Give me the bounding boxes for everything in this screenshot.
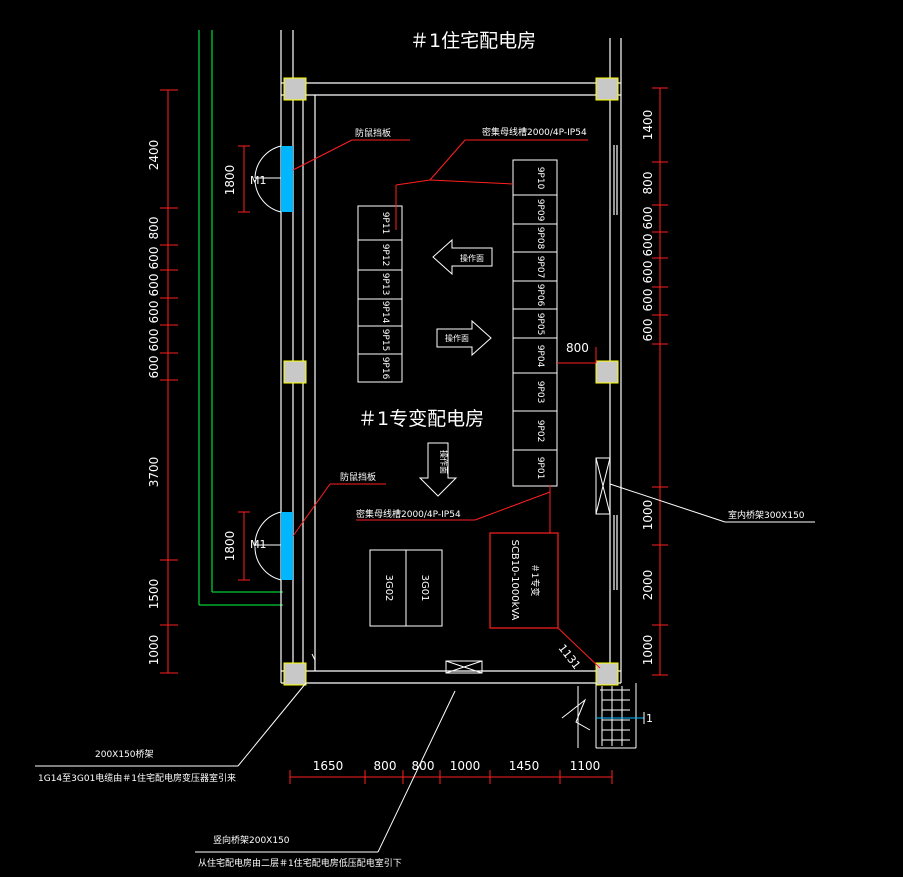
stairs xyxy=(561,683,645,749)
transformer-name: ＃1专变 xyxy=(529,564,541,597)
arrow-right xyxy=(436,319,492,357)
dim-right-label: 1400 xyxy=(641,110,655,141)
columns xyxy=(283,77,619,686)
dim-bottom-label: 800 xyxy=(412,759,435,773)
dim-door-label: 1800 xyxy=(223,531,237,562)
panel-label: 9P02 xyxy=(535,420,545,443)
dim-left-labels: 2400 800 600 600 600 600 600 3700 1500 1… xyxy=(147,140,161,666)
column-outlines xyxy=(283,77,619,686)
dim-door-labels: 1800 1800 xyxy=(223,165,237,562)
dim-door-label: 1800 xyxy=(223,165,237,196)
door-bottom xyxy=(254,511,293,581)
dim-bottom-label: 1450 xyxy=(509,759,540,773)
dim-left-label: 2400 xyxy=(147,140,161,171)
dim-right-label: 600 xyxy=(641,207,655,230)
wall-trench-box xyxy=(595,457,611,515)
arrow-down-label: 操作面 xyxy=(439,450,449,474)
note-trench-bottom-3: 竖向桥架200X150 xyxy=(213,834,290,846)
door-top xyxy=(254,145,293,213)
note-anti-rat-top: 防鼠挡板 xyxy=(355,127,391,139)
cabinet-label: 3G01 xyxy=(419,575,430,602)
dim-left-label: 600 xyxy=(147,356,161,379)
dim-bottom-label: 1100 xyxy=(570,759,601,773)
panel-label: 9P11 xyxy=(380,212,390,235)
door-label-bottom: M1 xyxy=(250,538,267,551)
panel-labels-right: 9P10 9P09 9P08 9P07 9P06 9P05 9P04 9P03 … xyxy=(535,167,545,480)
arrow-down xyxy=(418,442,458,497)
note-busway-top: 密集母线槽2000/4P-IP54 xyxy=(482,126,587,138)
cabinet-label: 3G02 xyxy=(383,575,394,602)
dim-right-label: 1000 xyxy=(641,500,655,531)
dim-left-label: 1500 xyxy=(147,579,161,610)
main-room-title: ＃1专变配电房 xyxy=(358,408,484,430)
note-anti-rat-bottom: 防鼠挡板 xyxy=(340,471,376,483)
dim-right-label: 600 xyxy=(641,319,655,342)
dim-right-label: 1000 xyxy=(641,635,655,666)
stair-marker: 1 xyxy=(646,712,653,725)
panel-label: 9P09 xyxy=(535,199,545,222)
dim-right-label: 600 xyxy=(641,289,655,312)
notes: 密集母线槽2000/4P-IP54 密集母线槽2000/4P-IP54 防鼠挡板… xyxy=(38,126,805,869)
panel-label: 9P14 xyxy=(380,301,390,324)
note-busway-mid: 密集母线槽2000/4P-IP54 xyxy=(356,508,461,520)
dim-bottom xyxy=(289,770,613,784)
note-trench-right: 室内桥架300X150 xyxy=(728,509,805,521)
dim-left-label: 1000 xyxy=(147,635,161,666)
dim-left-label: 3700 xyxy=(147,457,161,488)
arrow-left xyxy=(432,238,493,276)
dim-left-label: 800 xyxy=(147,217,161,240)
dim-right-label: 600 xyxy=(641,234,655,257)
transformer-box xyxy=(489,532,559,629)
dim-800-label: 800 xyxy=(566,341,589,355)
dim-bottom-label: 1000 xyxy=(450,759,481,773)
panel-label: 9P10 xyxy=(535,167,545,190)
dim-left-label: 600 xyxy=(147,301,161,324)
dim-left-label: 600 xyxy=(147,274,161,297)
door-label-top: M1 xyxy=(250,174,267,187)
dim-right-label: 2000 xyxy=(641,570,655,601)
white-leaders xyxy=(35,483,815,853)
dim-bottom-labels: 1650 800 800 1000 1450 1100 xyxy=(313,759,601,773)
dim-left-label: 600 xyxy=(147,247,161,270)
panel-label: 9P06 xyxy=(535,284,545,307)
leader-lines xyxy=(292,139,601,669)
panel-label: 9P16 xyxy=(380,357,390,380)
dim-left-label: 600 xyxy=(147,329,161,352)
green-trench-lines xyxy=(198,30,283,606)
panel-column-right xyxy=(512,159,558,487)
dim-right-label: 600 xyxy=(641,261,655,284)
panel-label: 9P04 xyxy=(535,345,545,368)
arrow-right-label: 操作面 xyxy=(445,333,469,343)
dim-right-label: 800 xyxy=(641,172,655,195)
panel-label: 9P01 xyxy=(535,457,545,480)
note-trench-bottom-2: 1G14至3G01电缆由＃1住宅配电房变压器室引来 xyxy=(38,772,236,784)
dim-1131-label: 1131 xyxy=(556,642,583,672)
note-trench-bottom-1: 200X150桥架 xyxy=(95,748,154,760)
arrow-left-label: 操作面 xyxy=(460,253,484,263)
top-room-title: ＃1住宅配电房 xyxy=(410,30,536,52)
panel-labels-left: 9P11 9P12 9P13 9P14 9P15 9P16 xyxy=(380,212,390,380)
dim-bottom-label: 1650 xyxy=(313,759,344,773)
panel-label: 9P05 xyxy=(535,313,545,336)
panel-label: 9P03 xyxy=(535,381,545,404)
floor-trench-box xyxy=(445,660,483,674)
dim-right-labels: 1400 800 600 600 600 600 600 1000 2000 1… xyxy=(641,110,655,666)
panel-label: 9P07 xyxy=(535,256,545,279)
panel-label: 9P15 xyxy=(380,329,390,352)
transformer-model: SCB10-1000kVA xyxy=(509,540,520,621)
panel-column-left xyxy=(357,205,403,383)
dim-door xyxy=(238,145,250,581)
dim-right xyxy=(652,87,668,676)
dim-bottom-label: 800 xyxy=(374,759,397,773)
panel-label: 9P12 xyxy=(380,244,390,267)
note-trench-bottom-4: 从住宅配电房由二层＃1住宅配电房低压配电室引下 xyxy=(198,857,402,869)
dim-left xyxy=(160,89,178,674)
panel-label: 9P13 xyxy=(380,273,390,296)
cabinets-3g xyxy=(369,549,443,627)
panel-label: 9P08 xyxy=(535,227,545,250)
